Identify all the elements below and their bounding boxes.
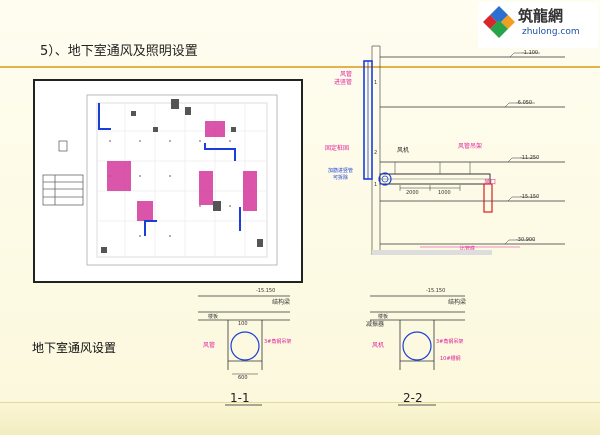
basement-floor-plan [33, 79, 303, 283]
detail-1-duct [230, 331, 260, 361]
label-intake: 风口 [484, 179, 496, 186]
detail-2-duct-label: 风机 [372, 341, 384, 349]
svg-text:1: 1 [374, 182, 377, 188]
detail-2-number: 2-2 [403, 391, 423, 405]
detail-2-beam: 结构梁 [448, 298, 466, 306]
detail-2-bolt: 10#槽钢 [440, 355, 461, 362]
label-duct-hanger: 风管吊架 [458, 142, 482, 150]
floor-plan-drawing [42, 94, 278, 266]
detail-1-hanger: 3#角钢吊架 [264, 338, 291, 345]
detail-2-fan [402, 331, 432, 361]
slide-title: 5）、地下室通风及照明设置 [40, 44, 198, 59]
detail-2-damper: 减振器 [366, 320, 384, 328]
detail-1-duct-label: 风管 [203, 341, 215, 349]
logo-mark-icon [483, 6, 515, 38]
detail-1-elev: -15.150 [256, 288, 275, 294]
fan [378, 172, 392, 186]
dim-2000: 2000 [406, 190, 419, 196]
air-intake [483, 183, 493, 213]
detail-2-hanger: 3#角钢吊架 [436, 338, 463, 345]
svg-text:2: 2 [374, 150, 377, 156]
detail-2-elev: -15.150 [426, 288, 445, 294]
label-fixed-bracket: 固定桩固 [325, 144, 349, 152]
svg-text:1: 1 [374, 80, 377, 86]
dim-1000: 1000 [438, 190, 451, 196]
label-riser: 风管进竖管 [334, 70, 352, 86]
zhulong-logo: 筑龍網 zhulong.com [478, 2, 598, 48]
detail-1-dim-top: 100 [238, 321, 248, 327]
detail-1-slab: 楼板 [208, 313, 218, 320]
detail-1-beam: 结构梁 [272, 298, 290, 306]
logo-name: 筑龍網 [518, 7, 564, 25]
detail-1-number: 1-1 [230, 391, 250, 405]
footer-band [0, 402, 600, 435]
label-fan: 风机 [397, 146, 409, 154]
footer-divider [0, 402, 600, 403]
detail-2-slab: 楼板 [378, 313, 388, 320]
title-divider [0, 66, 600, 68]
label-pit-note: 比管底 [460, 245, 475, 252]
slide-caption: 地下室通风设置 [32, 341, 117, 355]
detail-1-dim-bottom: 600 [238, 375, 248, 381]
logo-url: zhulong.com [522, 27, 580, 37]
label-raise-note: 加筋进竖管可拆除 [328, 167, 353, 181]
